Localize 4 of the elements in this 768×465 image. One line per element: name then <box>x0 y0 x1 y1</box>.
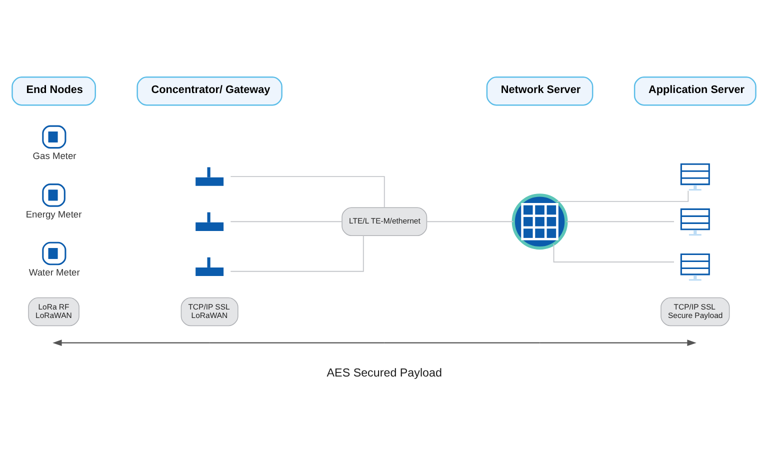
node-label: Water Meter <box>28 268 80 278</box>
node-label: Gas Meter <box>32 151 76 162</box>
node-label: Energy Meter <box>26 209 82 220</box>
label: AES Secured Payload <box>326 366 442 380</box>
